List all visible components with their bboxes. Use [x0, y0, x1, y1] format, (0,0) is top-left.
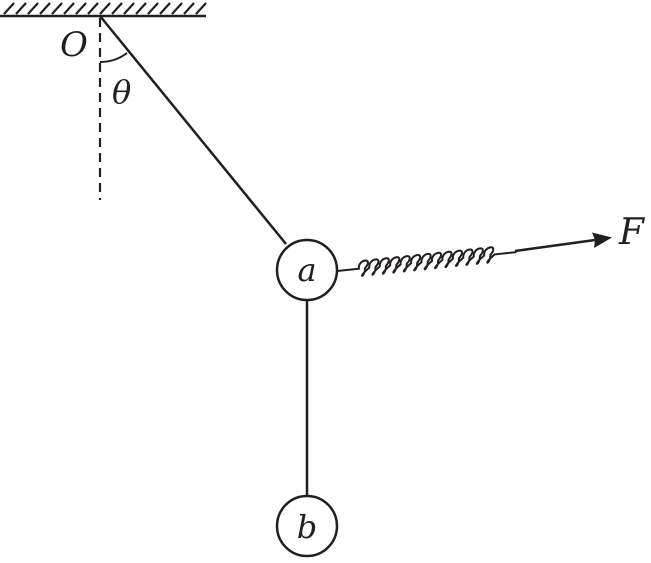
- ceiling-hatching: [3, 2, 207, 15]
- angle-label: θ: [112, 73, 131, 111]
- force-arrow-shaft: [514, 238, 596, 253]
- ceiling: [0, 2, 207, 18]
- spring-coil: [336, 246, 517, 277]
- force-arrowhead: [592, 232, 612, 248]
- pivot-label: O: [60, 25, 88, 65]
- spring: [336, 246, 517, 277]
- force-label: F: [618, 212, 646, 253]
- ball-a-label: a: [297, 251, 316, 289]
- ball-b: [275, 494, 339, 558]
- upper-string: [99, 15, 287, 245]
- angle-arc: [99, 52, 128, 64]
- ball-b-label: b: [297, 508, 317, 546]
